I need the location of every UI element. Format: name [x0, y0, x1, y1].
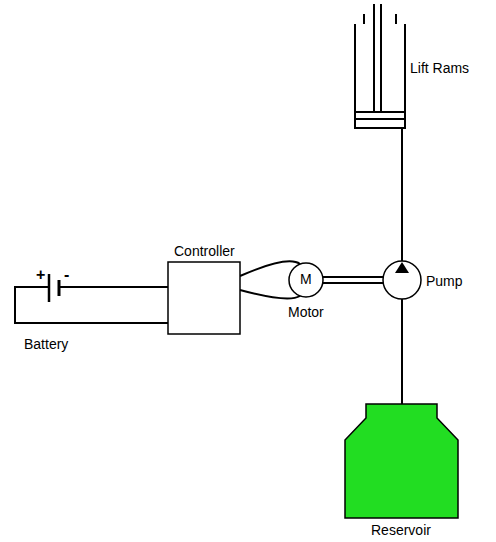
controller-box: Controller: [166, 242, 242, 338]
ram-cylinder: Lift Rams: [350, 0, 480, 135]
connector: [401, 128, 403, 261]
connector: [323, 277, 383, 283]
controller-outline: [168, 262, 240, 334]
shape-bounds: [168, 262, 240, 334]
cylinder-guide: [364, 14, 396, 24]
motor-letter: M: [300, 271, 312, 287]
piston-rod: [374, 4, 381, 112]
shape-bounds: [366, 404, 437, 518]
shape-bounds: [383, 261, 421, 299]
piston: [356, 112, 404, 119]
connector: [401, 299, 403, 404]
battery-plate-long: [48, 274, 51, 302]
reservoir-shape: [345, 404, 458, 518]
polarity-sign: -: [64, 266, 69, 284]
pump-circle: [383, 261, 421, 299]
component-label: Motor: [288, 304, 324, 320]
connector: [100, 287, 168, 323]
component-label: Battery: [24, 336, 68, 352]
polarity-sign: +: [36, 266, 45, 284]
pump-symbol: Pump: [382, 259, 482, 303]
component-label: Pump: [426, 273, 463, 289]
motor-symbol: M Motor: [280, 258, 332, 324]
component-label: Reservoir: [371, 522, 431, 538]
component-label: Controller: [174, 243, 235, 259]
reservoir-tank: Reservoir: [336, 400, 466, 542]
motor-circle: [289, 263, 323, 297]
battery-symbol: + - Battery: [8, 262, 108, 362]
shape-bounds: [355, 24, 405, 128]
reservoir-tank-art: [336, 400, 466, 542]
component-label: Lift Rams: [410, 60, 469, 76]
shape-bounds: [15, 287, 100, 323]
pump-arrow: [395, 262, 409, 273]
battery-plate-short: [58, 280, 61, 296]
